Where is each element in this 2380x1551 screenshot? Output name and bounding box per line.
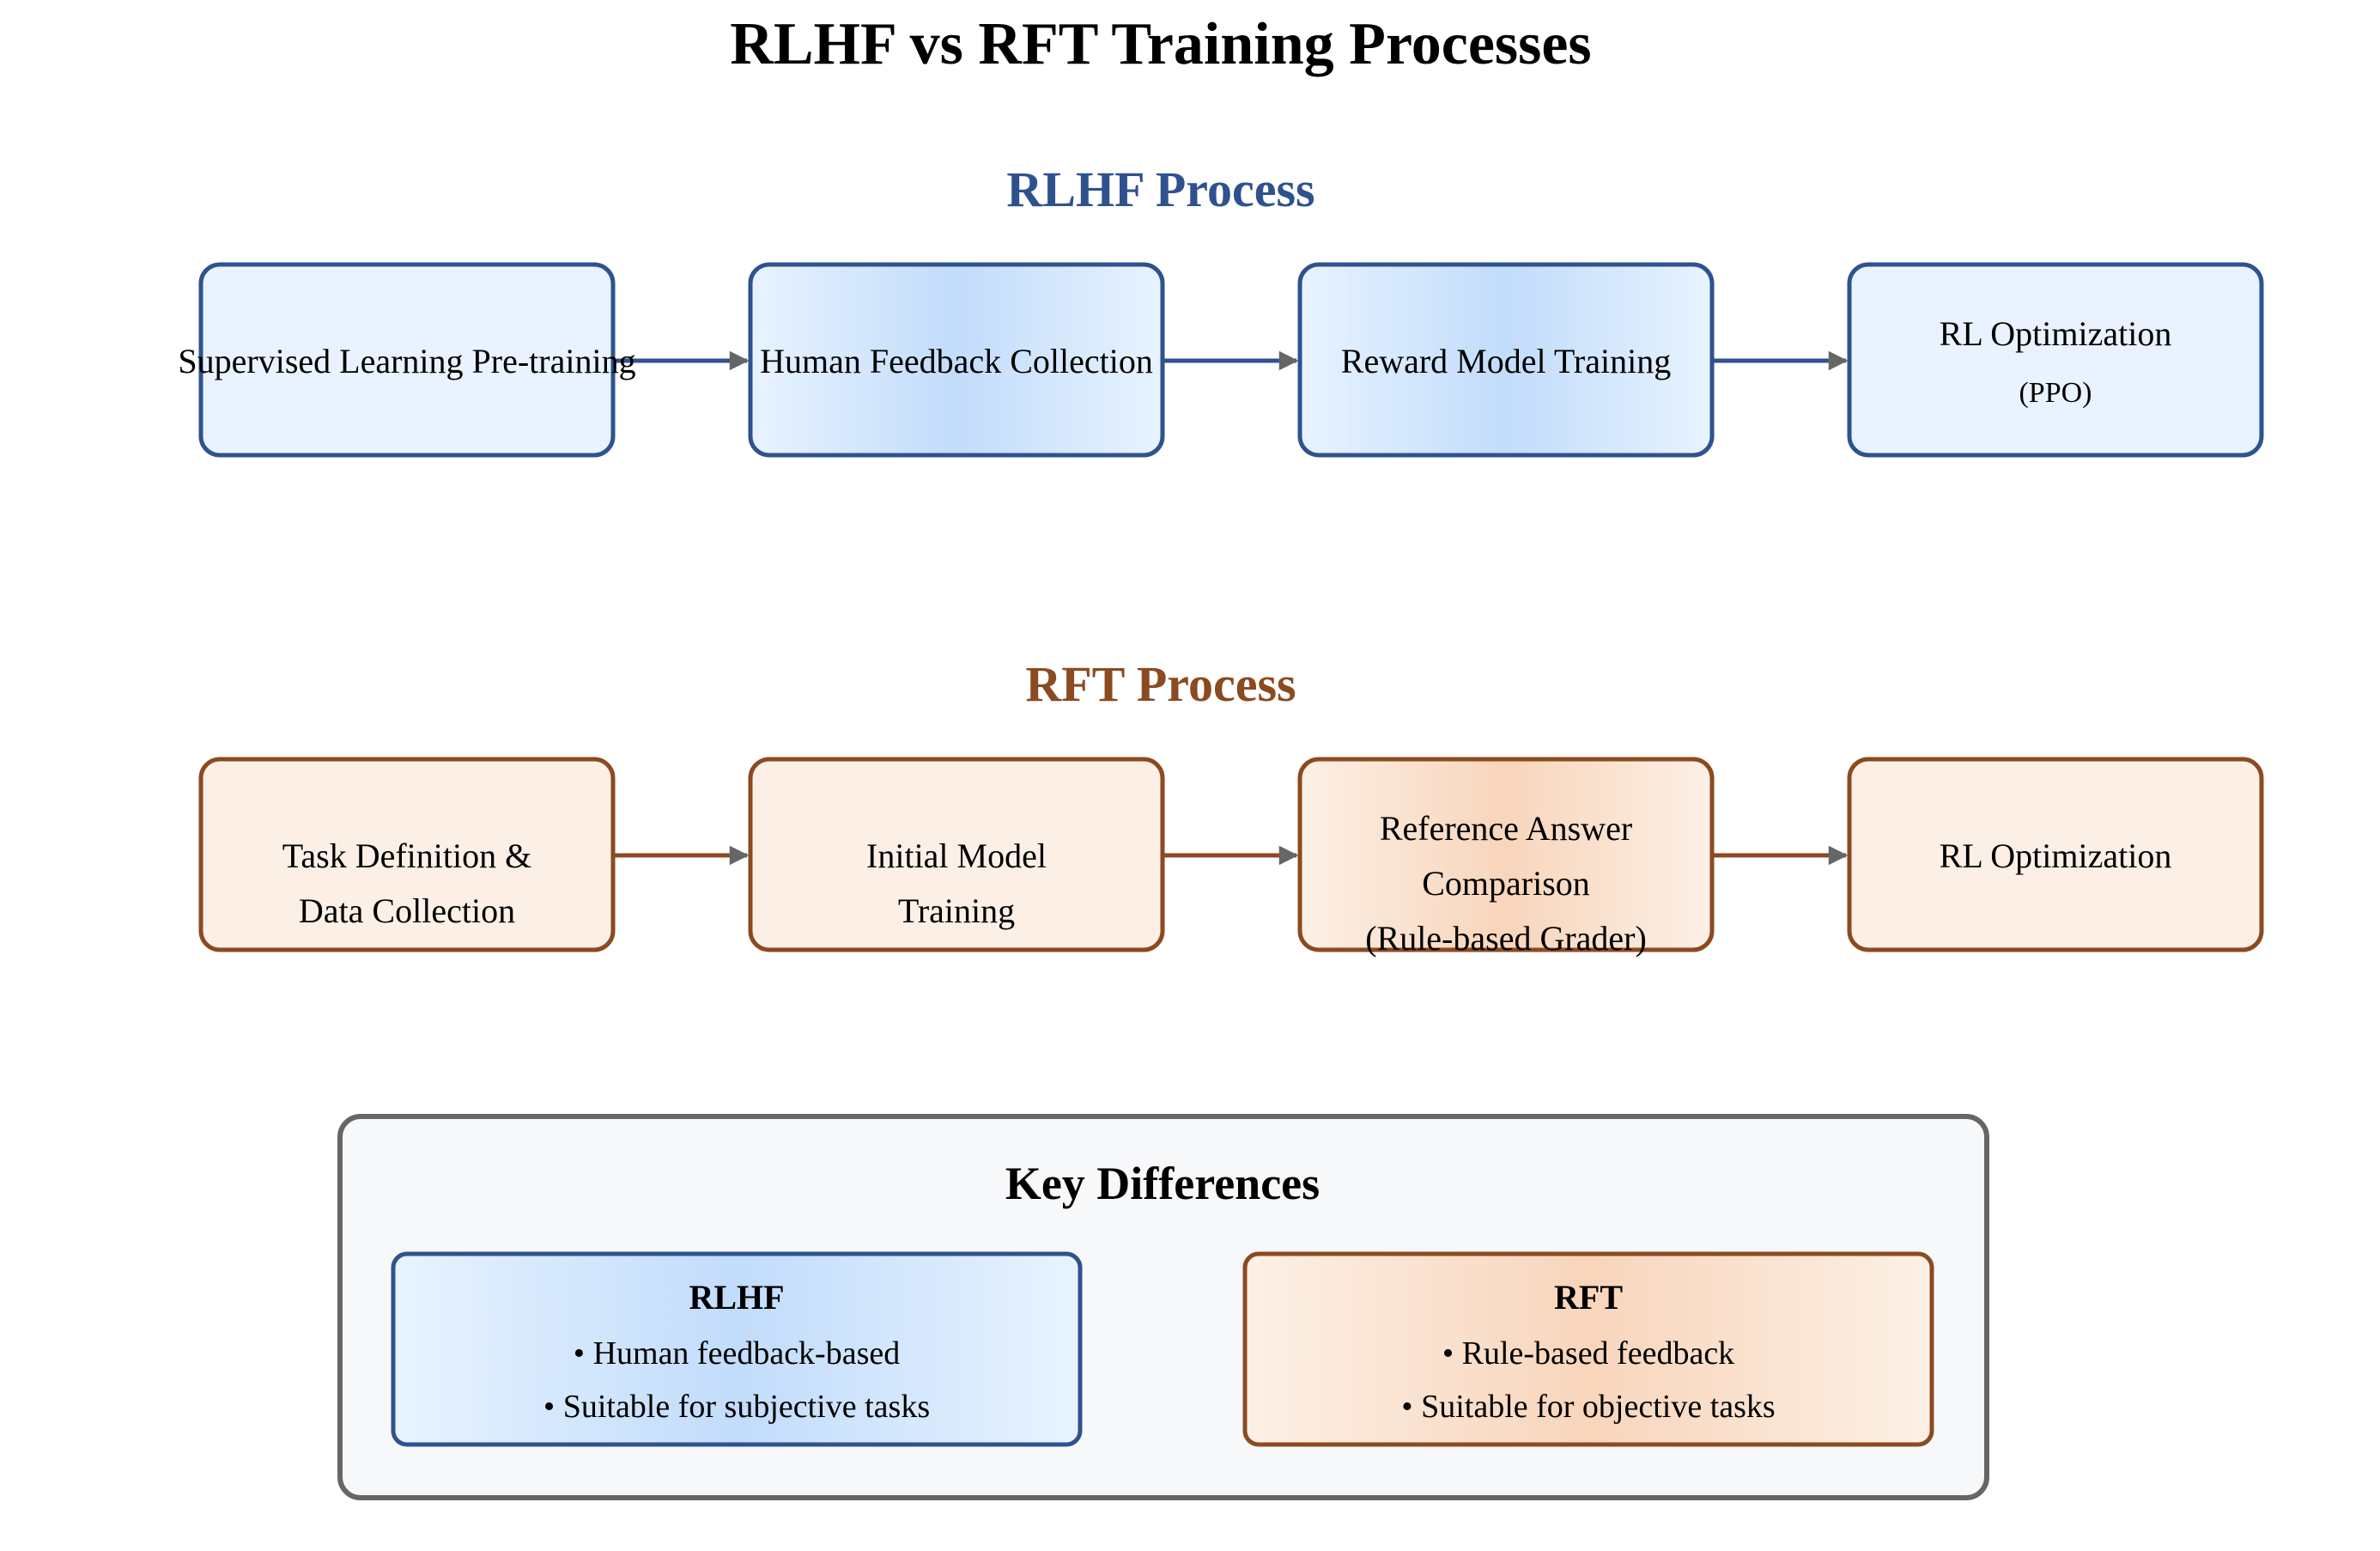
rft-summary-point-1: • Rule-based feedback: [1442, 1335, 1734, 1372]
rft-summary-point-2: • Suitable for objective tasks: [1401, 1389, 1775, 1425]
rlhf-step-1-box: [198, 262, 616, 458]
rlhf-heading: RLHF Process: [1006, 161, 1314, 217]
rft-step-1: Task Definition & Data Collection: [198, 757, 616, 952]
rft-step-4-label: RL Optimization: [1940, 836, 2172, 875]
rft-step-3-label-line-3: (Rule-based Grader): [1365, 919, 1647, 958]
key-differences-panel: Key Differences RLHF • Human feedback-ba…: [337, 1114, 1989, 1500]
rft-step-3-box: [1297, 757, 1715, 952]
rlhf-step-2-label: Human Feedback Collection: [760, 342, 1153, 380]
rft-summary-title: RFT: [1554, 1278, 1623, 1317]
rlhf-step-4-sublabel: (PPO): [2019, 377, 2092, 409]
rlhf-summary-box: [391, 1251, 1083, 1447]
rft-step-1-label-line-2: Data Collection: [299, 891, 515, 930]
rlhf-summary-point-1: • Human feedback-based: [574, 1335, 900, 1372]
rft-summary-box: [1242, 1251, 1934, 1447]
rlhf-step-4: RL Optimization (PPO): [1847, 262, 2264, 458]
rft-step-2-label-line-2: Training: [898, 891, 1015, 930]
rft-step-3-label-line-2: Comparison: [1422, 864, 1590, 903]
rlhf-section: RLHF Process Supervised Learning Pre-tra…: [178, 161, 2264, 458]
rlhf-step-4-box: [1847, 262, 2264, 458]
rft-step-3-label-line-1: Reference Answer: [1380, 809, 1632, 848]
rlhf-step-3-label: Reward Model Training: [1341, 342, 1671, 380]
rft-step-2: Initial Model Training: [748, 757, 1165, 952]
rlhf-step-3-box: [1297, 262, 1715, 458]
rft-summary-card: RFT • Rule-based feedback • Suitable for…: [1242, 1251, 1934, 1447]
rft-step-1-label-line-1: Task Definition &: [282, 836, 532, 875]
rlhf-summary-point-2: • Suitable for subjective tasks: [543, 1389, 930, 1425]
rft-step-1-box: [198, 757, 616, 952]
rft-heading: RFT Process: [1025, 656, 1296, 712]
rft-step-2-box: [748, 757, 1165, 952]
rft-step-2-label-line-1: Initial Model: [866, 836, 1047, 875]
rlhf-step-1-label: Supervised Learning Pre-training: [178, 342, 635, 380]
rlhf-step-2: Human Feedback Collection: [748, 262, 1165, 458]
rlhf-summary-title: RLHF: [689, 1278, 784, 1317]
key-differences-heading: Key Differences: [1005, 1158, 1320, 1209]
rft-step-4: RL Optimization: [1847, 757, 2264, 952]
diagram-title: RLHF vs RFT Training Processes: [730, 11, 1591, 77]
rft-step-3: Reference Answer Comparison (Rule-based …: [1297, 757, 1715, 958]
rlhf-step-1: Supervised Learning Pre-training: [178, 262, 636, 458]
rlhf-step-3: Reward Model Training: [1297, 262, 1715, 458]
rlhf-step-2-box: [748, 262, 1165, 458]
rlhf-summary-card: RLHF • Human feedback-based • Suitable f…: [391, 1251, 1083, 1447]
rft-section: RFT Process Task Definition & Data Colle…: [198, 656, 2264, 958]
rft-step-4-box: [1847, 757, 2264, 952]
rlhf-step-4-label: RL Optimization: [1940, 314, 2172, 353]
